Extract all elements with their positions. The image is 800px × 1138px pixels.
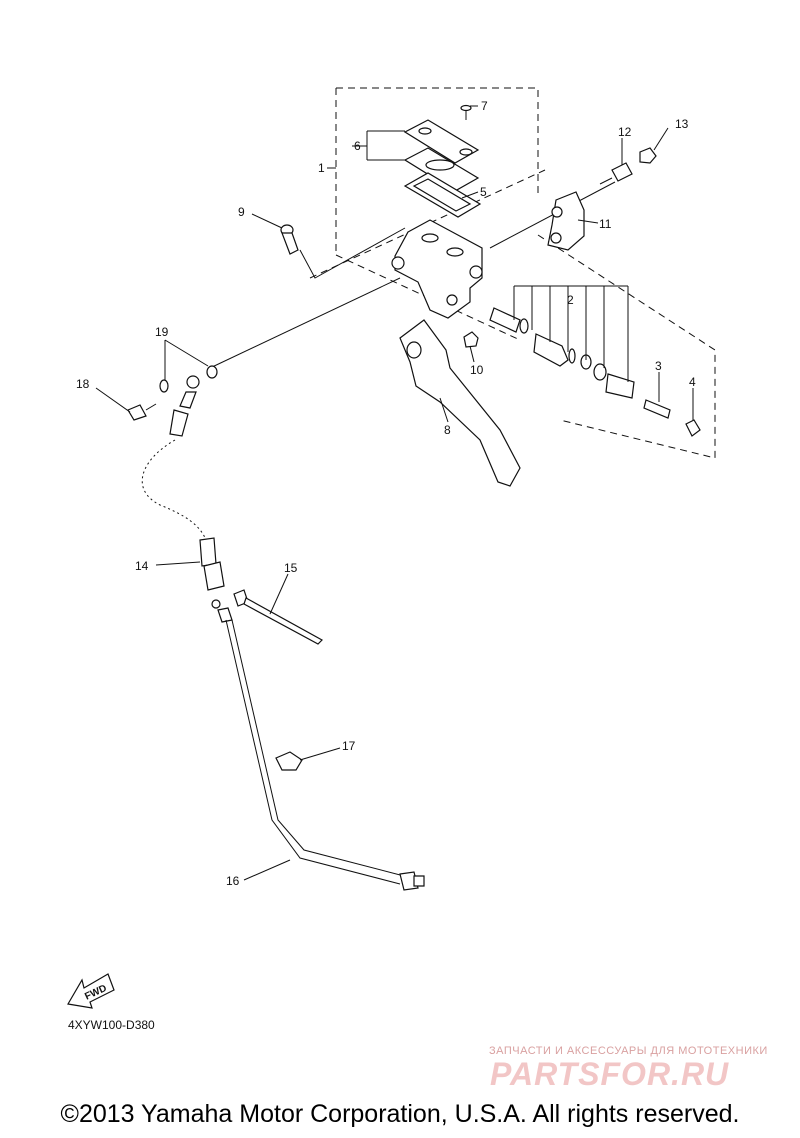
boot-part-4 <box>685 419 701 437</box>
callout-17: 17 <box>342 739 356 753</box>
leader-lines <box>95 105 694 881</box>
banjo-bolt-part-18 <box>127 403 157 421</box>
pushrod-part-3 <box>643 399 671 419</box>
hose-banjo-fitting <box>169 375 200 437</box>
bolt-part-12 <box>599 162 633 185</box>
bleed-screw-part-9 <box>280 224 299 255</box>
callout-10: 10 <box>470 363 484 377</box>
lever-part-8 <box>399 319 521 487</box>
callout-3: 3 <box>655 359 662 373</box>
nut-part-10 <box>463 331 479 348</box>
reservoir-cap-part-6 <box>403 119 480 192</box>
piston-kit-group-box <box>335 234 716 459</box>
callout-2: 2 <box>567 293 574 307</box>
diagram-code: 4XYW100-D380 <box>68 1018 155 1032</box>
nut-part-13 <box>639 147 657 164</box>
guide-line-banjo <box>299 227 406 279</box>
callout-15: 15 <box>284 561 298 575</box>
callout-1: 1 <box>318 161 325 175</box>
callout-13: 13 <box>675 117 689 131</box>
callout-6: 6 <box>354 139 361 153</box>
master-cylinder-body <box>391 219 483 319</box>
callout-4: 4 <box>689 375 696 389</box>
clip-part-17 <box>275 751 303 771</box>
callout-9: 9 <box>238 205 245 219</box>
washer-part-19-a <box>159 379 169 393</box>
fwd-arrow-icon: FWD <box>67 973 115 1009</box>
callout-18: 18 <box>76 377 90 391</box>
pipe-part-16 <box>217 607 425 891</box>
piston-kit-part-2 <box>489 307 635 399</box>
callout-7: 7 <box>481 99 488 113</box>
cable-tie-part-15 <box>233 589 323 645</box>
callout-5: 5 <box>480 185 487 199</box>
callout-12: 12 <box>618 125 632 139</box>
callout-8: 8 <box>444 423 451 437</box>
hose-end-part-14 <box>199 537 225 609</box>
callout-19: 19 <box>155 325 169 339</box>
copyright-notice: ©2013 Yamaha Motor Corporation, U.S.A. A… <box>60 1100 740 1128</box>
callout-11: 11 <box>599 217 612 231</box>
lever-pivot <box>406 341 422 359</box>
guide-line-hose <box>209 277 401 369</box>
clamp-part-11 <box>547 191 585 251</box>
hose-part-14 <box>141 439 207 541</box>
watermark-tagline: ЗАПЧАСТИ И АКСЕССУАРЫ ДЛЯ МОТОТЕХНИКИ <box>489 1045 768 1057</box>
callout-16: 16 <box>226 874 240 888</box>
screw-part-7 <box>460 104 472 120</box>
master-cylinder-group-box <box>335 87 539 255</box>
diaphragm-part-5 <box>403 172 482 218</box>
callout-14: 14 <box>135 559 149 573</box>
washer-part-19-b <box>206 365 218 379</box>
watermark-logo: PARTSFOR.RU <box>490 1056 730 1092</box>
